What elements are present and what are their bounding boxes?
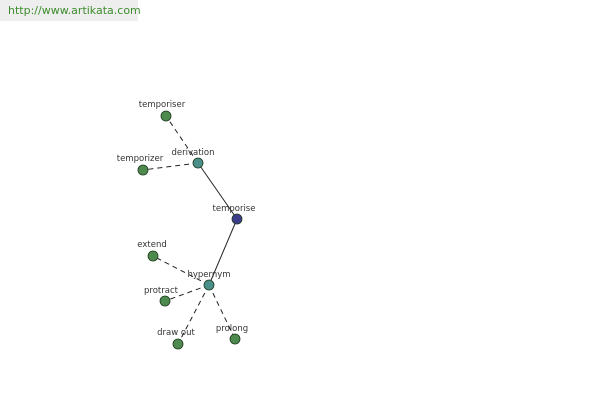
node-temporizer[interactable] <box>137 164 149 176</box>
node-label-extend[interactable]: extend <box>137 240 166 250</box>
node-prolong[interactable] <box>229 333 241 345</box>
node-label-hypernym[interactable]: hypernym <box>187 270 230 280</box>
node-draw-out[interactable] <box>172 338 184 350</box>
node-label-draw-out[interactable]: draw out <box>157 328 195 338</box>
node-label-temporiser[interactable]: temporiser <box>139 100 186 110</box>
node-label-temporizer[interactable]: temporizer <box>117 154 164 164</box>
edge-derivation-to-temporiser <box>165 115 199 164</box>
node-protract[interactable] <box>159 295 171 307</box>
node-hypernym[interactable] <box>203 279 215 291</box>
node-temporiser[interactable] <box>160 110 172 122</box>
node-label-protract[interactable]: protract <box>144 286 179 296</box>
node-label-derivation[interactable]: derivation <box>171 148 214 158</box>
node-temporise[interactable] <box>231 213 243 225</box>
node-extend[interactable] <box>147 250 159 262</box>
node-label-prolong[interactable]: prolong <box>216 324 248 334</box>
node-derivation[interactable] <box>192 157 204 169</box>
node-label-temporise[interactable]: temporise <box>213 204 256 214</box>
edge-derivation-to-temporizer <box>142 162 199 171</box>
edge-temporise-to-hypernym <box>208 218 238 286</box>
edge-hypernym-to-draw-out <box>177 284 210 345</box>
edge-hypernym-to-extend <box>152 255 210 286</box>
edge-hypernym-to-protract <box>164 284 210 302</box>
site-url-link[interactable]: http://www.artikata.com <box>0 0 141 21</box>
edge-hypernym-to-prolong <box>208 284 236 340</box>
edge-temporise-to-derivation <box>197 162 238 220</box>
